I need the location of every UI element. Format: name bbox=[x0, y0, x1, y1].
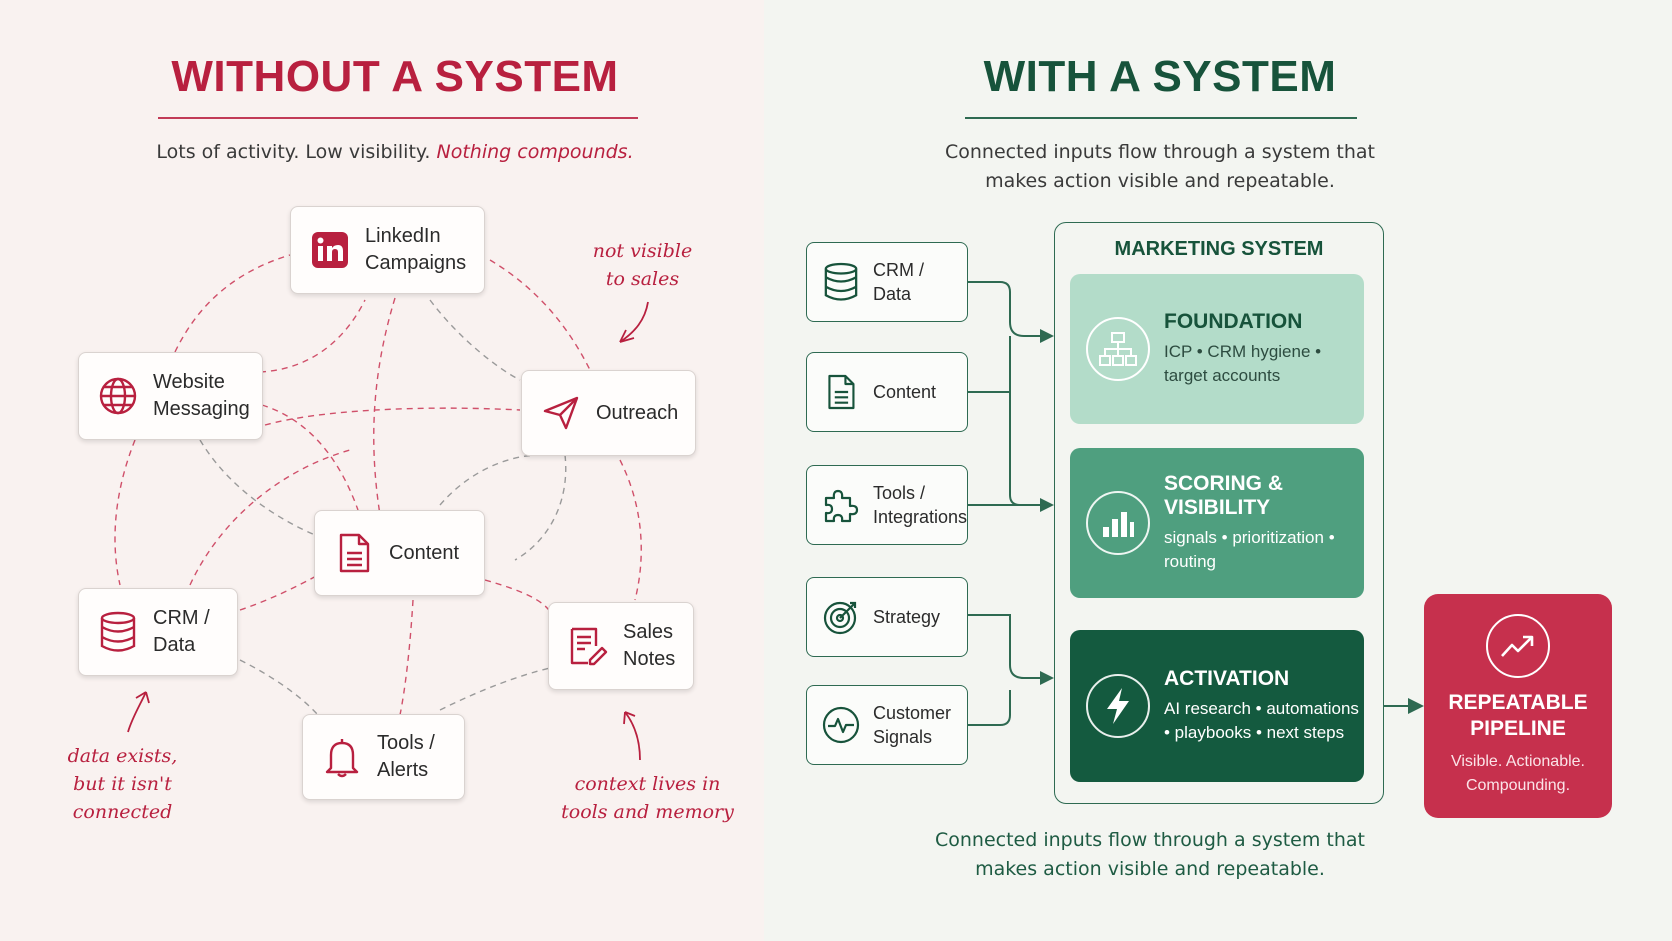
card-outreach: Outreach bbox=[521, 370, 696, 456]
stage-scoring-visibility: SCORING & VISIBILITY signals • prioritiz… bbox=[1070, 448, 1364, 598]
card-sales-notes: Sales Notes bbox=[548, 602, 694, 690]
notes-pen-icon bbox=[567, 625, 609, 667]
stage-title: FOUNDATION bbox=[1164, 310, 1303, 333]
document-icon bbox=[821, 372, 861, 412]
right-subtitle-bottom: Connected inputs flow through a system t… bbox=[934, 829, 1366, 880]
title-underline bbox=[158, 117, 638, 119]
input-label: Strategy bbox=[873, 607, 941, 627]
input-customer-signals: Customer Signals bbox=[806, 685, 968, 765]
card-label: LinkedIn Campaigns bbox=[365, 225, 467, 274]
input-label: Customer Signals bbox=[873, 703, 952, 747]
document-icon bbox=[333, 532, 375, 574]
bell-icon bbox=[321, 736, 363, 778]
input-label: Content bbox=[873, 382, 937, 402]
stage-description: ICP • CRM hygiene • target accounts bbox=[1164, 342, 1322, 385]
target-icon bbox=[821, 597, 861, 637]
lightning-icon bbox=[1086, 674, 1150, 738]
note-data-exists: data exists, but it isn't connected bbox=[67, 745, 178, 823]
marketing-system-title: MARKETING SYSTEM bbox=[1114, 238, 1324, 260]
database-icon bbox=[821, 262, 861, 302]
bar-chart-icon bbox=[1086, 491, 1150, 555]
stage-description: AI research • automations • playbooks • … bbox=[1164, 699, 1359, 742]
globe-icon bbox=[97, 375, 139, 417]
subtitle-accent: Nothing compounds. bbox=[436, 141, 634, 163]
left-subtitle: Lots of activity. Low visibility. Nothin… bbox=[110, 138, 680, 167]
trend-up-icon bbox=[1486, 614, 1550, 678]
stage-title: SCORING & VISIBILITY bbox=[1164, 472, 1284, 519]
card-label: CRM / Data bbox=[153, 607, 210, 656]
pipeline-title: REPEATABLE PIPELINE bbox=[1448, 691, 1588, 740]
linkedin-icon bbox=[309, 229, 351, 271]
card-website-messaging: Website Messaging bbox=[78, 352, 263, 440]
title-underline bbox=[965, 117, 1357, 119]
input-crm-data: CRM / Data bbox=[806, 242, 968, 322]
puzzle-icon bbox=[821, 485, 861, 525]
input-label: Tools / Integrations bbox=[873, 483, 968, 527]
card-content: Content bbox=[314, 510, 485, 596]
paper-plane-icon bbox=[540, 392, 582, 434]
input-strategy: Strategy bbox=[806, 577, 968, 657]
card-label: Content bbox=[389, 541, 460, 564]
subtitle-plain: Lots of activity. Low visibility. bbox=[156, 141, 437, 163]
card-tools-alerts: Tools / Alerts bbox=[302, 714, 465, 800]
stage-activation: ACTIVATION AI research • automations • p… bbox=[1070, 630, 1364, 782]
card-label: Outreach bbox=[596, 401, 679, 424]
note-not-visible: not visible to sales bbox=[592, 240, 693, 290]
card-label: Website Messaging bbox=[153, 371, 250, 420]
card-crm-data: CRM / Data bbox=[78, 588, 238, 676]
card-label: Tools / Alerts bbox=[377, 732, 435, 781]
pulse-icon bbox=[821, 705, 861, 745]
with-system-title: WITH A SYSTEM bbox=[983, 52, 1337, 101]
pipeline-description: Visible. Actionable. Compounding. bbox=[1450, 753, 1585, 794]
card-label: Sales Notes bbox=[623, 621, 676, 670]
input-content: Content bbox=[806, 352, 968, 432]
without-system-title: WITHOUT A SYSTEM bbox=[171, 52, 619, 101]
card-linkedin-campaigns: LinkedIn Campaigns bbox=[290, 206, 485, 294]
input-tools-integrations: Tools / Integrations bbox=[806, 465, 968, 545]
repeatable-pipeline-output: REPEATABLE PIPELINE Visible. Actionable.… bbox=[1424, 594, 1612, 818]
stage-title: ACTIVATION bbox=[1164, 667, 1290, 690]
right-subtitle-top: Connected inputs flow through a system t… bbox=[944, 141, 1376, 192]
hierarchy-icon bbox=[1086, 317, 1150, 381]
input-label: CRM / Data bbox=[873, 260, 924, 304]
stage-description: signals • prioritization • routing bbox=[1164, 528, 1335, 571]
stage-foundation: FOUNDATION ICP • CRM hygiene • target ac… bbox=[1070, 274, 1364, 424]
note-context-lives: context lives in tools and memory bbox=[561, 773, 734, 823]
database-icon bbox=[97, 611, 139, 653]
